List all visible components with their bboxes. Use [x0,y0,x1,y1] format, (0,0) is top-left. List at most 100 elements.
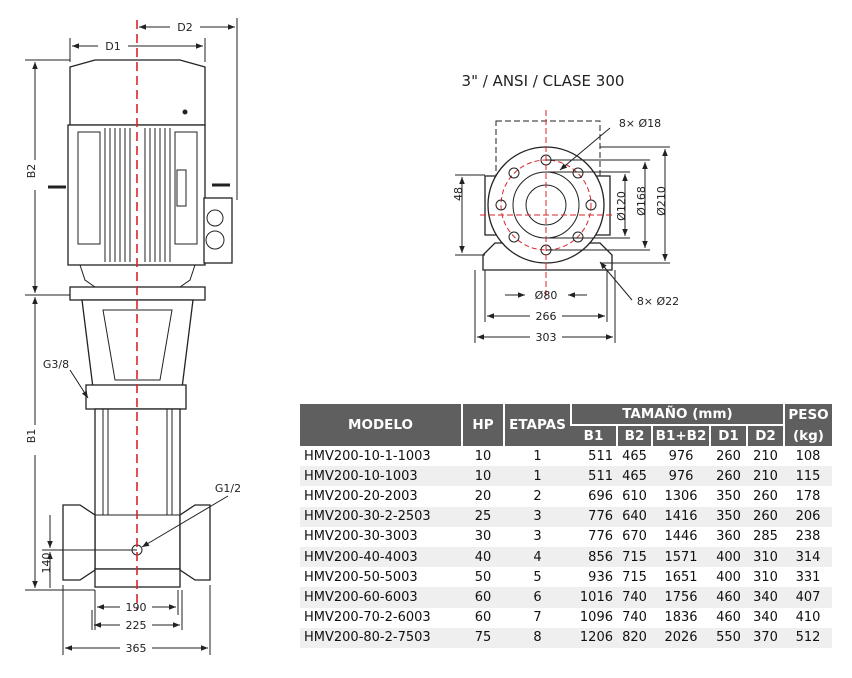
table-cell: 1756 [652,587,710,608]
table-cell: 407 [784,587,832,608]
table-cell: 1096 [579,610,613,626]
table-cell: 400 [716,569,741,585]
header-stages: ETAPAS [503,404,571,446]
table-cell: 5 [533,569,542,585]
table-cell: 6 [504,587,571,608]
table-cell: 640 [617,506,652,527]
table-cell: HMV200-60-6003 [300,587,462,608]
table-cell: 314 [784,546,832,568]
table-cell: 776 [588,529,613,545]
label-266: 266 [536,310,557,323]
header-b1: B1 [571,425,617,446]
table-cell: 1416 [652,506,710,527]
table-cell: 465 [617,466,652,487]
label-d2: D2 [177,21,192,34]
table-cell: 210 [753,448,778,464]
table-cell: 610 [622,488,647,504]
table-cell: 936 [588,569,613,585]
table-cell: 2026 [652,627,710,648]
label-d80: Ø80 [535,289,558,302]
label-48: 48 [452,187,465,201]
label-b2: B2 [25,164,38,179]
table-cell: 30 [474,529,492,545]
header-model: MODELO [300,404,462,446]
table-cell: 856 [571,546,617,568]
table-cell: 340 [747,587,784,608]
table-cell: 340 [753,610,778,626]
dimensions-table: MODELO HP ETAPAS TAMAÑO (mm) PESO B1 B2 … [300,404,832,648]
table-cell: 10 [462,466,504,487]
label-g12: G1/2 [215,482,241,495]
table-cell: 696 [588,488,613,504]
table-cell: 1 [533,448,542,464]
label-140: 140 [40,553,53,574]
table-cell: 108 [795,448,821,464]
table-cell: 331 [795,569,821,585]
table-cell: 550 [710,627,747,648]
table-cell: 3 [533,529,542,545]
table-cell: 460 [710,587,747,608]
table-cell: 4 [504,546,571,568]
label-d168: Ø168 [635,186,648,216]
table-cell: 1306 [664,488,698,504]
table-cell: 1016 [571,587,617,608]
pump-elevation-drawing: D1 D2 B2 B1 140 G3/8 G1/2 190 225 365 [25,18,241,655]
table-cell: 511 [588,448,613,464]
table-cell: 715 [617,546,652,568]
label-d210: Ø210 [655,186,668,216]
flange-drawing: 3" / ANSI / CLASE 300 [452,72,679,344]
label-365: 365 [126,642,147,655]
table-cell: 25 [462,506,504,527]
table-cell: 1836 [664,610,698,626]
header-d2: D2 [746,425,784,446]
table-cell: 260 [747,506,784,527]
table-cell: 40 [462,546,504,568]
table-cell: HMV200-10-1-1003 [304,448,431,464]
header-weight: PESO [783,404,832,425]
label-d1: D1 [105,40,120,53]
table-cell: 1571 [652,546,710,568]
table-cell: 1 [504,466,571,487]
header-weight-unit: (kg) [783,425,832,446]
table-cell: 976 [652,466,710,487]
table-cell: HMV200-80-2-7503 [300,627,462,648]
table-cell: HMV200-10-1003 [300,466,462,487]
table-cell: 60 [474,610,492,626]
table-cell: 310 [753,569,778,585]
table-cell: 3 [504,506,571,527]
table-cell: 8 [504,627,571,648]
table-cell: 460 [716,610,741,626]
table-cell: HMV200-40-4003 [300,546,462,568]
table-cell: 75 [462,627,504,648]
table-cell: 410 [795,610,821,626]
table-cell: 740 [622,610,647,626]
table-cell: 178 [795,488,821,504]
table-cell: 512 [784,627,832,648]
table-cell: 1206 [571,627,617,648]
table-cell: 50 [474,569,492,585]
table-cell: 465 [622,448,647,464]
label-303: 303 [536,331,557,344]
table-cell: 260 [716,448,741,464]
table-cell: 238 [795,529,821,545]
table-cell: 20 [474,488,492,504]
table-cell: 210 [747,466,784,487]
table-cell: 360 [716,529,741,545]
table-cell: 60 [462,587,504,608]
table-cell: HMV200-20-2003 [304,488,418,504]
table-cell: 400 [710,546,747,568]
header-size: TAMAÑO (mm) [570,404,784,426]
table-cell: 776 [571,506,617,527]
table-cell: 350 [710,506,747,527]
table-cell: 976 [668,448,694,464]
table-cell: 350 [716,488,741,504]
table-cell: 10 [474,448,492,464]
